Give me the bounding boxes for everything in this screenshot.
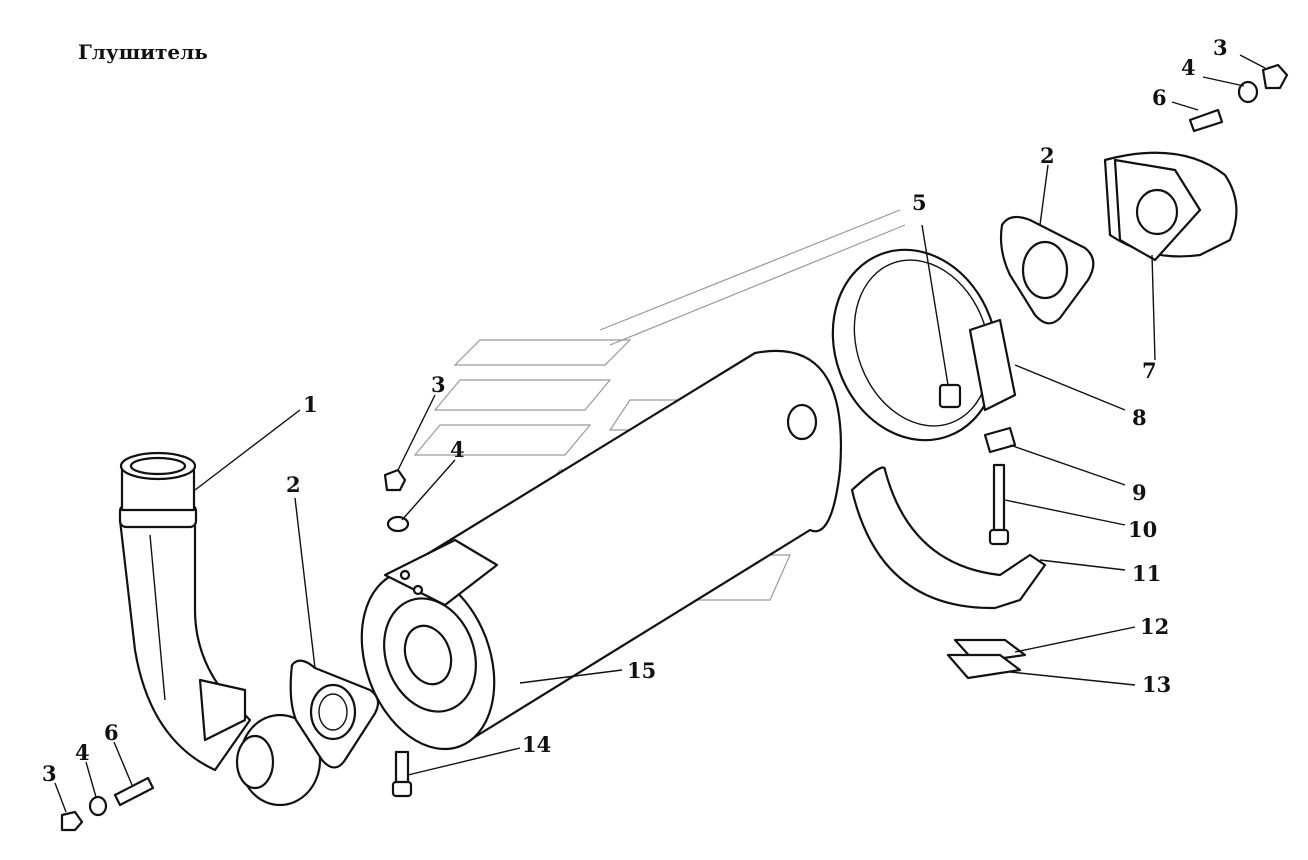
part-2-gasket-left xyxy=(289,659,380,769)
callout-2-left: 2 xyxy=(286,472,301,497)
part-10-bolt xyxy=(988,463,1010,546)
callout-6-right: 6 xyxy=(1152,85,1167,110)
part-2-gasket-right xyxy=(999,215,1095,325)
callout-1: 1 xyxy=(303,392,318,417)
callout-5: 5 xyxy=(912,190,927,215)
callout-3-middle: 3 xyxy=(431,372,446,397)
callout-14: 14 xyxy=(522,732,551,757)
part-6-stud-left xyxy=(113,776,155,807)
diagram-title: Глушитель xyxy=(78,40,208,64)
part-3-nut-middle xyxy=(383,468,407,492)
part-14-bolt xyxy=(391,750,413,798)
part-5-clamp-band-upper xyxy=(831,248,1017,442)
leader-lines xyxy=(54,54,1266,813)
part-1-exhaust-pipe xyxy=(118,451,322,807)
callout-2-right: 2 xyxy=(1040,143,1055,168)
part-7-manifold-flange xyxy=(1103,151,1238,262)
callout-13: 13 xyxy=(1142,672,1171,697)
callout-15: 15 xyxy=(627,658,656,683)
callout-9: 9 xyxy=(1132,480,1147,505)
callout-4-left: 4 xyxy=(75,740,90,765)
part-3-nut-right xyxy=(1261,63,1289,90)
callout-12: 12 xyxy=(1140,614,1169,639)
callout-4-middle: 4 xyxy=(450,437,465,462)
callout-10: 10 xyxy=(1128,517,1157,542)
callout-8: 8 xyxy=(1132,405,1147,430)
part-13-plate xyxy=(946,653,1022,680)
callout-6-left: 6 xyxy=(104,720,119,745)
part-15-muffler-body xyxy=(360,349,842,751)
part-11-clamp-band-lower xyxy=(850,466,1047,610)
part-4-washer-middle xyxy=(386,515,410,533)
part-3-nut-left xyxy=(60,810,84,832)
part-4-washer-left xyxy=(88,795,108,817)
callout-3-right: 3 xyxy=(1213,35,1228,60)
part-6-stud-right xyxy=(1188,108,1224,133)
callout-4-right: 4 xyxy=(1181,55,1196,80)
callout-3-left: 3 xyxy=(42,761,57,786)
callout-7: 7 xyxy=(1142,358,1157,383)
part-9-t-bolt xyxy=(983,426,1017,454)
part-4-washer-right xyxy=(1237,80,1259,104)
callout-11: 11 xyxy=(1132,561,1161,586)
